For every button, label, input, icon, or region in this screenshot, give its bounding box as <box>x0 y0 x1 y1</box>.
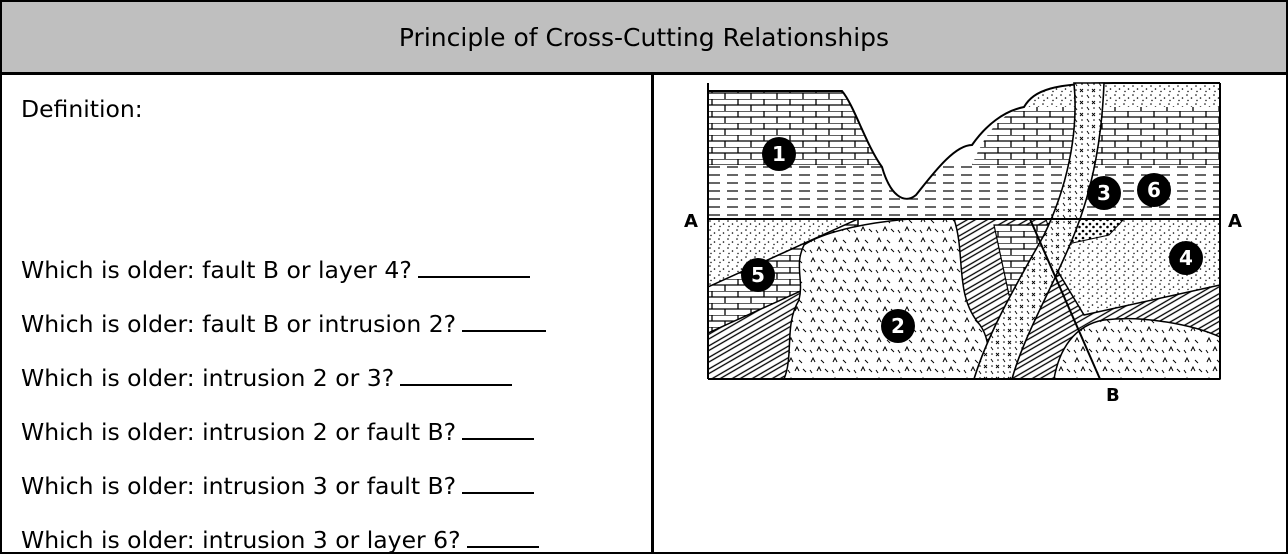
label-a-left: A <box>684 211 698 232</box>
question-row: Which is older: fault B or intrusion 2? <box>21 310 547 338</box>
question-row: Which is older: intrusion 2 or fault B? <box>21 418 535 446</box>
svg-text:2: 2 <box>891 314 905 338</box>
diagram-panel: A A B 1 2 3 4 5 <box>654 75 1286 552</box>
question-row: Which is older: fault B or layer 4? <box>21 256 530 284</box>
marker-5: 5 <box>741 258 775 292</box>
worksheet-title: Principle of Cross-Cutting Relationships <box>2 2 1286 75</box>
question-text: Which is older: fault B or layer 4? <box>21 256 412 284</box>
question-text: Which is older: intrusion 2 or fault B? <box>21 418 457 446</box>
question-text: Which is older: fault B or intrusion 2? <box>21 310 457 338</box>
layer-1-limestone <box>708 91 884 165</box>
top-sandstone <box>1024 83 1220 107</box>
question-text: Which is older: intrusion 2 or 3? <box>21 364 395 392</box>
label-a-right: A <box>1228 211 1242 232</box>
cross-section-diagram: A A B 1 2 3 4 5 <box>684 75 1242 406</box>
marker-2: 2 <box>881 309 915 343</box>
svg-text:5: 5 <box>751 263 765 287</box>
answer-blank[interactable] <box>462 329 547 332</box>
marker-6: 6 <box>1137 173 1171 207</box>
question-row: Which is older: intrusion 2 or 3? <box>21 364 513 392</box>
answer-blank[interactable] <box>466 545 539 548</box>
marker-4: 4 <box>1169 241 1203 275</box>
definition-label: Definition: <box>21 95 143 123</box>
questions-panel: Definition: Which is older: fault B or l… <box>2 75 654 554</box>
question-row: Which is older: intrusion 3 or layer 6? <box>21 526 539 554</box>
svg-text:3: 3 <box>1097 181 1111 205</box>
svg-text:4: 4 <box>1179 246 1193 270</box>
valley-erosion <box>708 75 1220 199</box>
land-surface <box>708 82 1220 200</box>
label-b: B <box>1106 385 1120 406</box>
fault-b <box>1029 218 1101 380</box>
answer-blank[interactable] <box>462 491 535 494</box>
marker-3: 3 <box>1087 176 1121 210</box>
question-text: Which is older: intrusion 3 or fault B? <box>21 472 457 500</box>
svg-text:1: 1 <box>772 142 786 166</box>
answer-blank[interactable] <box>462 437 535 440</box>
svg-text:6: 6 <box>1147 178 1161 202</box>
answer-blank[interactable] <box>417 275 530 278</box>
answer-blank[interactable] <box>400 383 513 386</box>
question-row: Which is older: intrusion 3 or fault B? <box>21 472 535 500</box>
question-text: Which is older: intrusion 3 or layer 6? <box>21 526 461 554</box>
intrusion-2-right <box>1053 317 1221 380</box>
marker-1: 1 <box>762 137 796 171</box>
